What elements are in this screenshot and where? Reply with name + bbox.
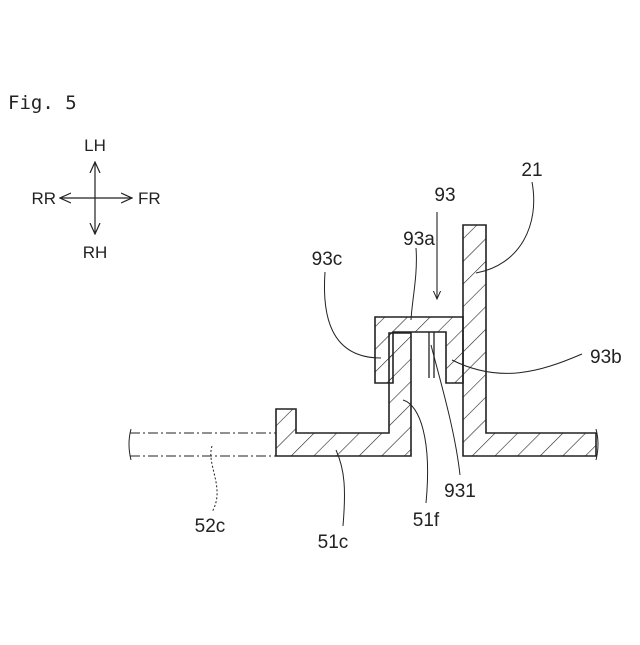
label-93a: 93a [403,229,435,250]
break-line-left [129,429,131,460]
figure-title: Fig. 5 [8,92,77,114]
compass-label-left: RR [31,189,56,208]
part-93-cap [375,317,463,383]
leader-51c [336,450,345,526]
part-52c-phantom [130,433,276,456]
compass-label-down: RH [83,243,108,262]
part-21-body [463,225,596,456]
label-931: 931 [444,481,476,502]
label-93c: 93c [312,249,343,270]
label-93b: 93b [590,347,622,368]
leader-93a [411,248,416,320]
leader-93c [324,272,381,358]
label-51c: 51c [318,532,349,553]
compass-label-right: FR [138,189,161,208]
label-51f: 51f [413,510,440,531]
label-52c: 52c [195,516,226,537]
label-93: 93 [434,185,455,206]
direction-compass: LH RH RR FR [31,136,160,262]
label-21: 21 [521,160,542,181]
compass-label-up: LH [84,136,106,155]
